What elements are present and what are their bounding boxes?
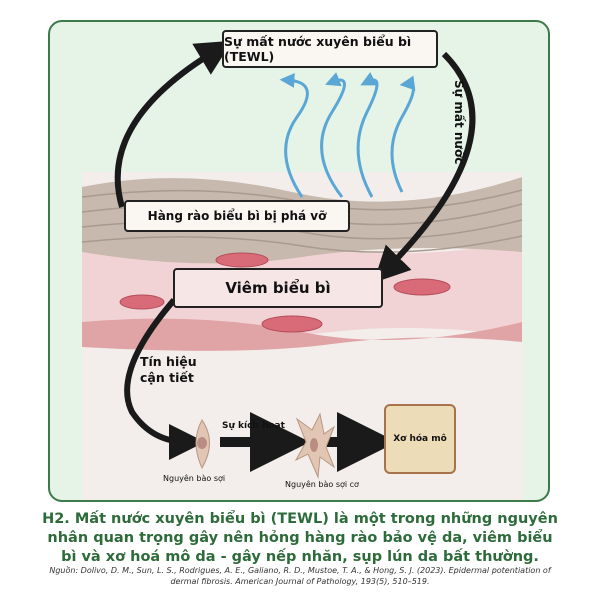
diagram-card [48,20,550,502]
basement-membrane [82,318,522,351]
inflammation-box: Viêm biểu bì [173,268,383,308]
epidermal-cell [261,315,323,333]
arrow-tewl-to-inflammation [373,51,476,283]
water-loss-side-label: Sự mất nước [452,80,466,165]
arrow-barrier-to-tewl [114,40,233,208]
fibroblast-label: Nguyên bào sợi [163,474,226,483]
water-loss-arrows [279,71,416,198]
fibrosis-box: Xơ hóa mô [384,404,456,474]
figure-caption: H2. Mất nước xuyên biểu bì (TEWL) là một… [42,511,558,565]
tewl-box: Sự mất nước xuyên biểu bì (TEWL) [222,30,438,68]
figure-source: Nguồn: Dolivo, D. M., Sun, L. S., Rodrig… [49,566,551,586]
myofibroblast-label: Nguyên bào sợi cơ [285,480,359,489]
signal-label-line2: cận tiết [140,370,194,385]
epidermal-cell [215,252,269,268]
arrow-paracrine-signal [124,298,205,460]
activation-label: Sự kích hoạt [222,421,285,431]
epidermal-cell [119,294,165,310]
signal-label-line1: Tín hiệu [140,354,197,369]
skin-illustration [81,40,523,500]
barrier-disruption-box: Hàng rào biểu bì bị phá vỡ [124,200,350,232]
epidermal-cell [393,278,451,296]
